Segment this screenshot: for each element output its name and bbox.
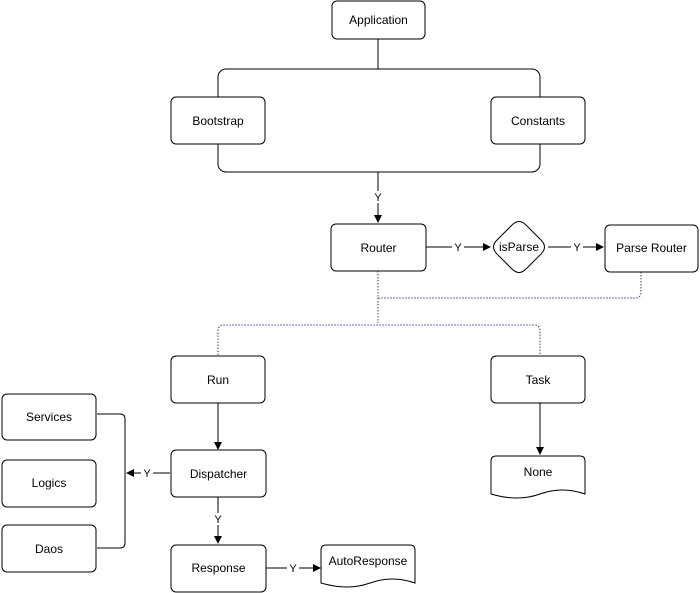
- isparse-decision-node[interactable]: isParse: [493, 221, 545, 273]
- daos-node[interactable]: Daos: [1, 524, 97, 573]
- services-logics-daos-bracket: [97, 413, 126, 549]
- task-node[interactable]: Task: [490, 355, 586, 404]
- parse-router-node[interactable]: Parse Router: [604, 224, 699, 273]
- router-label: Router: [360, 241, 396, 255]
- run-label: Run: [207, 373, 229, 387]
- router-node[interactable]: Router: [330, 223, 427, 272]
- edge-label-group-router: Y: [374, 192, 382, 204]
- none-document-node[interactable]: None: [490, 455, 586, 499]
- parse-router-label: Parse Router: [616, 241, 687, 255]
- autoresponse-label: AutoResponse: [329, 554, 408, 568]
- autoresponse-document-node[interactable]: AutoResponse: [320, 544, 416, 588]
- edge-label-router-isparse: Y: [454, 242, 462, 254]
- edge-label-isparse-parse-router: Y: [573, 242, 581, 254]
- constants-label: Constants: [511, 114, 565, 128]
- constants-node[interactable]: Constants: [490, 96, 586, 145]
- logics-label: Logics: [32, 476, 67, 490]
- edge-label-response-autoresponse: Y: [289, 563, 297, 575]
- task-label: Task: [526, 373, 552, 387]
- daos-label: Daos: [35, 542, 63, 556]
- dispatcher-label: Dispatcher: [190, 467, 247, 481]
- services-node[interactable]: Services: [1, 393, 97, 441]
- edge-label-dispatcher-response: Y: [214, 514, 222, 526]
- services-label: Services: [26, 410, 72, 424]
- bootstrap-label: Bootstrap: [192, 114, 244, 128]
- dispatcher-node[interactable]: Dispatcher: [170, 449, 267, 498]
- isparse-label: isParse: [499, 240, 539, 254]
- application-node[interactable]: Application: [331, 0, 426, 40]
- application-label: Application: [349, 13, 408, 27]
- response-node[interactable]: Response: [170, 544, 267, 593]
- dotted-parse-router-return: [378, 272, 642, 299]
- run-node[interactable]: Run: [170, 355, 266, 404]
- dotted-branch-run-task: [217, 324, 541, 355]
- edge-label-dispatcher-services: Y: [143, 468, 151, 480]
- logics-node[interactable]: Logics: [1, 459, 97, 508]
- none-label: None: [524, 465, 553, 479]
- response-label: Response: [191, 561, 245, 575]
- bootstrap-node[interactable]: Bootstrap: [170, 96, 266, 145]
